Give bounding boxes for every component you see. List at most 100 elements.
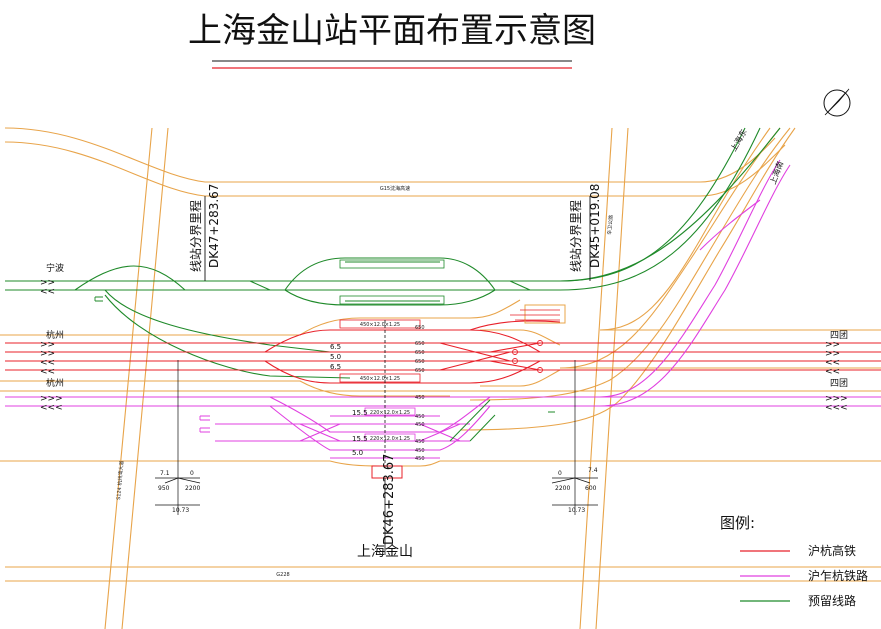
reserved-spur	[449, 399, 555, 442]
platform-conv-top: 220×12.0×1.25	[370, 410, 410, 416]
page-title: 上海金山站平面布置示意图	[188, 11, 596, 51]
dir-hangzhou-conv: 杭州	[46, 377, 64, 389]
dir-hangzhou-hs: 杭州	[46, 329, 64, 341]
road-g15-upper	[4, 127, 776, 183]
gradient-right	[551, 360, 598, 515]
dir-situan-conv: 四团	[830, 378, 848, 389]
left-boundary-chainage: DK47+283.67	[207, 184, 221, 268]
reserved-buffer-stop	[94, 296, 103, 302]
north-arrow-icon	[823, 88, 851, 117]
platform-labels: 450×12.0×1.25 450×12.0×1.25 220×12.0×1.2…	[360, 322, 410, 442]
track-length: 450	[415, 456, 425, 462]
track-length: 650	[415, 341, 425, 347]
conv-platform-bottom	[364, 433, 416, 442]
spacing-conv-lower: 15.5	[352, 435, 368, 443]
track-length: 450	[415, 448, 425, 454]
track-length: 450	[415, 422, 425, 428]
hs-platform-top	[339, 319, 421, 329]
dir-ningbo: 宁波	[46, 262, 64, 274]
track-length: 450	[415, 414, 425, 420]
spacing-hs-mid: 5.0	[330, 353, 341, 361]
station-chainage: DK46+283.67	[382, 454, 397, 545]
switch-marker	[537, 340, 543, 346]
hs-platform-bottom	[339, 373, 421, 383]
switch-marker	[512, 358, 518, 364]
arrow-left-icon: <<	[40, 358, 55, 368]
track-lengths: 650 650 650 650 650 450 450 450 450 450 …	[415, 325, 425, 462]
track-length: 650	[415, 368, 425, 374]
track-spacings: 6.5 5.0 6.5 15.5 15.5 5.0	[330, 343, 368, 457]
conv-main-1	[5, 159, 781, 398]
depot-building	[524, 304, 566, 324]
gradient-left	[155, 360, 201, 515]
arrow-left-icon: <<<	[40, 403, 63, 413]
spacing-conv-upper: 15.5	[352, 409, 368, 417]
right-zero: 0	[558, 470, 562, 477]
right-grade: 7.4	[588, 467, 598, 474]
left-zero: 0	[190, 470, 194, 477]
track-length: 650	[415, 359, 425, 365]
right-elev: 10.73	[568, 507, 585, 514]
right-boundary-chainage: DK45+019.08	[588, 184, 602, 268]
left-len-b: 2200	[185, 485, 200, 492]
reserved-lines	[5, 127, 781, 379]
road-s124-right	[121, 127, 169, 629]
reserved-line-2	[5, 127, 761, 291]
left-elev: 10.73	[172, 507, 189, 514]
g228-road-label: G228	[276, 572, 289, 578]
track-length: 650	[415, 350, 425, 356]
road-g15-lower	[4, 141, 786, 197]
dir-shanghai-east: 上海东	[728, 127, 749, 153]
right-len-b: 600	[585, 485, 597, 492]
track-length: 450	[415, 439, 425, 445]
g15-road-label: G15沈海高速	[380, 185, 410, 192]
arrow-right-icon: >>	[40, 340, 55, 350]
dir-shanghai-south: 上海南	[767, 160, 785, 186]
spacing-hs-upper: 6.5	[330, 343, 341, 351]
direction-arrows: >> << >> >> << << >>> <<< >> >> << << >>…	[40, 278, 848, 413]
switch-marker	[512, 349, 518, 355]
arrow-right-icon: >>	[40, 278, 55, 288]
arrow-left-icon: <<	[40, 287, 55, 297]
roads	[0, 127, 881, 629]
reserved-platform-bottom	[339, 295, 445, 305]
spacing-conv-bottom: 5.0	[352, 449, 363, 457]
conv-buffer-stop	[199, 415, 210, 421]
track-length: 450	[415, 395, 425, 401]
reserved-platform-top	[339, 259, 445, 269]
arrow-left-icon: <<<	[825, 403, 848, 413]
platform-hs-bottom: 450×12.0×1.25	[360, 376, 400, 382]
high-speed-lines	[5, 320, 881, 384]
s124-road-label: S124 杭州湾大道	[115, 460, 125, 500]
legend-label-reserved: 预留线路	[808, 593, 856, 608]
left-len-a: 950	[158, 485, 170, 492]
legend-label-high-speed: 沪杭高铁	[808, 543, 856, 558]
right-boundary-caption: 线站分界里程	[568, 200, 583, 272]
arrow-right-icon: >>	[825, 340, 840, 350]
arrow-right-icon: >>>	[825, 394, 848, 404]
arrow-right-icon: >>>	[40, 394, 63, 404]
station-name: 上海金山	[357, 544, 413, 560]
road-s124-left	[104, 127, 153, 629]
dir-situan-hs: 四团	[830, 330, 848, 341]
station-building	[371, 465, 403, 479]
track-length: 650	[415, 325, 425, 331]
spacing-hs-lower: 6.5	[330, 363, 341, 371]
right-len-a: 2200	[555, 485, 570, 492]
legend-title: 图例:	[720, 514, 755, 532]
arrow-right-icon: >>	[825, 349, 840, 359]
arrow-left-icon: <<	[825, 367, 840, 377]
legend: 图例: 沪杭高铁 沪乍杭铁路 预留线路	[720, 514, 868, 608]
conv-buffer-stop	[199, 427, 210, 433]
left-boundary-caption: 线站分界里程	[188, 200, 203, 272]
conventional-lines	[5, 159, 881, 459]
platform-conv-bottom: 220×12.0×1.25	[370, 436, 410, 442]
road-xinwei-left	[579, 127, 613, 629]
arrow-left-icon: <<	[825, 358, 840, 368]
xinwei-road-label: 辛卫公路	[606, 215, 615, 236]
arrow-left-icon: <<	[40, 367, 55, 377]
switch-marker	[537, 367, 543, 373]
left-grade: 7.1	[160, 470, 170, 477]
